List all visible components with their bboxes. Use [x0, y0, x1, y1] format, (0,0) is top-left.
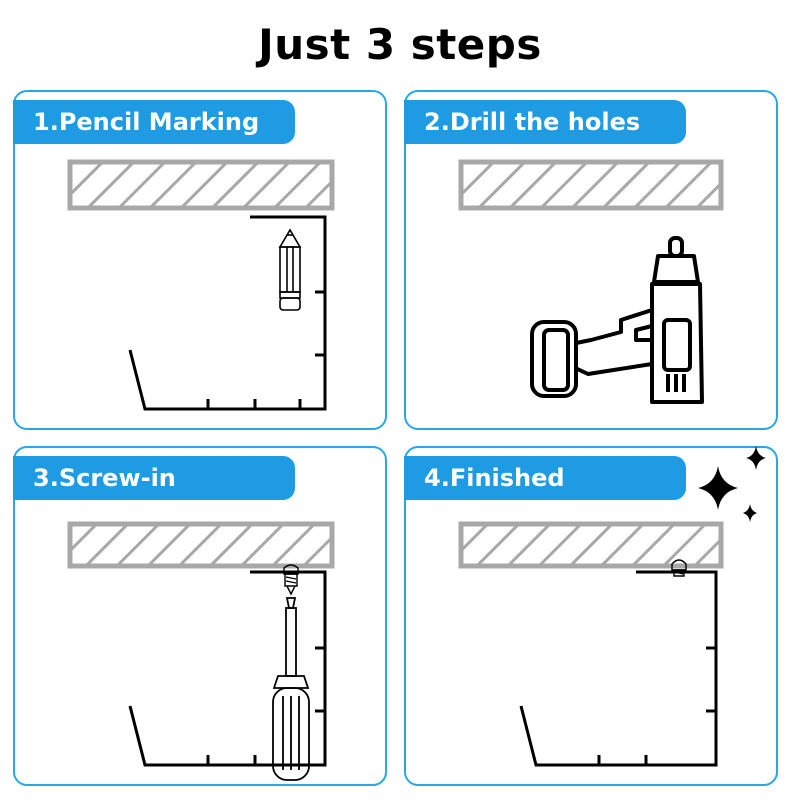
bracket — [128, 570, 327, 767]
step-label-1: 1.Pencil Marking — [13, 100, 295, 144]
wood-plank — [67, 159, 335, 211]
step-label-4: 4.Finished — [404, 456, 686, 500]
wood-plank — [458, 521, 724, 569]
step-label-3: 3.Screw-in — [13, 456, 295, 500]
step-panel-4: 4.Finished — [404, 446, 778, 786]
pencil-icon — [278, 228, 302, 311]
step-3-illustration — [67, 521, 335, 781]
wood-plank — [67, 521, 335, 569]
screwdriver-icon — [272, 597, 310, 781]
screw-icon — [671, 559, 687, 577]
step-2-illustration — [458, 159, 724, 404]
step-panel-2: 2.Drill the holes — [404, 90, 778, 430]
step-panel-1: 1.Pencil Marking — [13, 90, 387, 430]
step-4-illustration — [458, 521, 724, 767]
wood-plank — [458, 159, 724, 211]
bracket — [128, 215, 327, 411]
page-title: Just 3 steps — [258, 20, 542, 69]
step-1-illustration — [67, 159, 335, 411]
screw-icon — [283, 564, 299, 596]
bracket — [519, 570, 718, 767]
step-panel-3: 3.Screw-in — [13, 446, 387, 786]
drill-icon — [530, 236, 704, 404]
sparkle-icon — [698, 446, 766, 522]
step-label-2: 2.Drill the holes — [404, 100, 686, 144]
